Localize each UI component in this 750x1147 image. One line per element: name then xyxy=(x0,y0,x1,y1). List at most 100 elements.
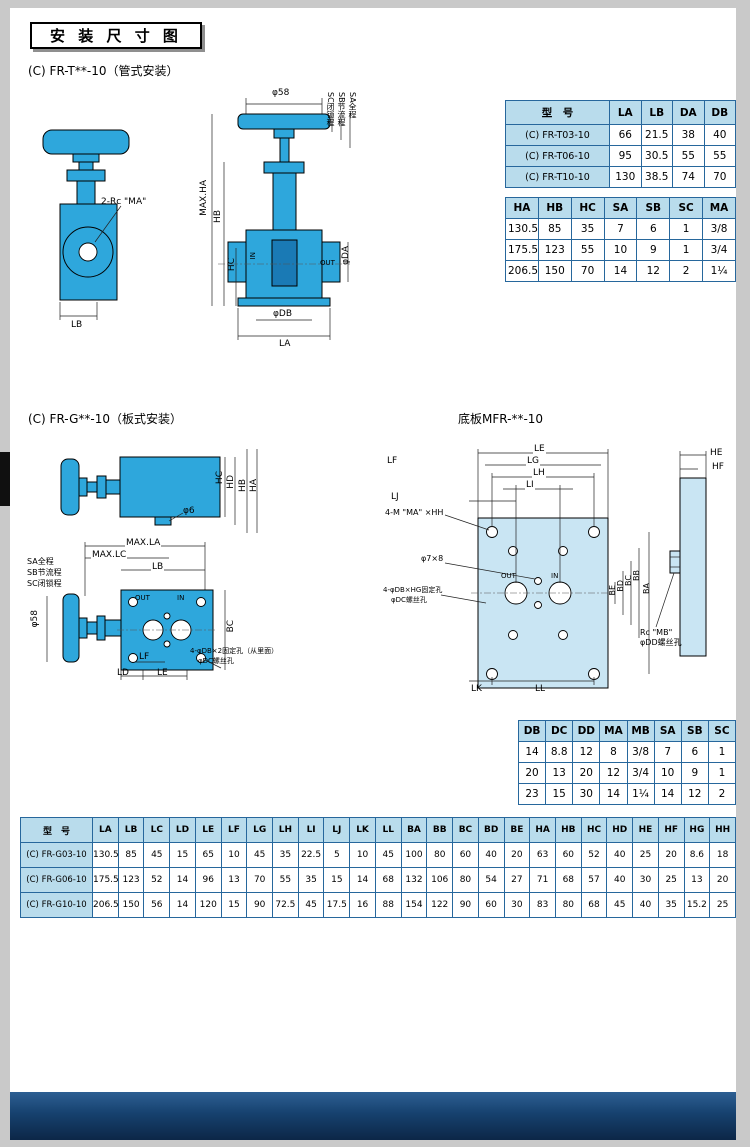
table-cell: 120 xyxy=(194,892,222,918)
column-header: HA xyxy=(505,197,539,219)
table-cell: 132 xyxy=(400,867,428,893)
table-cell: 21.5 xyxy=(640,124,673,146)
table-cell: 14 xyxy=(599,783,628,805)
column-header: HC xyxy=(580,817,608,843)
column-header: BD xyxy=(477,817,505,843)
table-cell: 45 xyxy=(606,892,634,918)
table-cell: 18 xyxy=(709,842,736,868)
dim-max-lc-label: MAX.LC xyxy=(91,550,128,560)
table-cell: 130 xyxy=(609,166,642,188)
table-cell: 40 xyxy=(606,867,634,893)
dim-db-label: φDB xyxy=(272,309,294,319)
port-out-label: OUT xyxy=(501,572,516,580)
base-plate-side-view: HE HF Rc "MB" φDD螺丝孔 xyxy=(638,443,750,698)
section-label-base-plate: 底板MFR-**-10 xyxy=(458,412,544,426)
table-cell: 74 xyxy=(672,166,705,188)
table-cell: 52 xyxy=(580,842,608,868)
stroke-sc-label: SC闭锁程 xyxy=(326,92,335,127)
table-cell: 55 xyxy=(703,145,736,167)
column-header: LD xyxy=(169,817,196,843)
table-cell: 10 xyxy=(220,842,248,868)
table-cell: 38 xyxy=(672,124,705,146)
column-header: LL xyxy=(374,817,402,843)
table-cell: 130.5 xyxy=(505,218,539,240)
plate-valve-side-view-drawing xyxy=(60,449,258,533)
dim-phi6-label: φ6 xyxy=(183,506,195,516)
table-cell: 25 xyxy=(709,892,736,918)
column-header: LJ xyxy=(323,817,351,843)
dim-lf-label: LF xyxy=(139,652,150,662)
column-header: 型 号 xyxy=(20,817,93,843)
column-header: BE xyxy=(503,817,531,843)
page-edge-tab xyxy=(0,452,10,506)
column-header: SC xyxy=(669,197,704,219)
stroke-sb-label: SB节流程 xyxy=(337,92,346,127)
table-cell: (C) FR-T06-10 xyxy=(505,145,610,167)
page-sheet xyxy=(10,8,736,1139)
column-header: HC xyxy=(570,197,605,219)
column-header: LB xyxy=(640,100,673,125)
table-cell: 35 xyxy=(272,842,299,868)
dim-le-label: LE xyxy=(533,444,546,454)
table-cell: 2 xyxy=(669,260,704,282)
table-cell: 6 xyxy=(636,218,671,240)
table-cell: 20 xyxy=(503,842,531,868)
column-header: LG xyxy=(246,817,274,843)
table-cell: 70 xyxy=(570,260,605,282)
dim-hf-label: HF xyxy=(712,462,724,472)
fixing-note-line2: φDC螺丝孔 xyxy=(391,596,427,604)
table-cell: 206.5 xyxy=(505,260,539,282)
port-out-label: OUT xyxy=(320,259,335,267)
thread-note-label: 2-Rc "MA" xyxy=(101,197,147,207)
table-cell: 38.5 xyxy=(640,166,673,188)
table-cell: 14 xyxy=(653,783,682,805)
column-header: BA xyxy=(400,817,428,843)
table-cell: 122 xyxy=(426,892,454,918)
dim-phi58-label: φ58 xyxy=(30,610,40,628)
table-cell: 55 xyxy=(672,145,705,167)
table-cell: 55 xyxy=(570,239,605,261)
column-header: BC xyxy=(452,817,479,843)
column-header: LB xyxy=(117,817,145,843)
table-cell: 175.5 xyxy=(505,239,539,261)
table-cell: 68 xyxy=(374,867,402,893)
dim-ld-label: LD xyxy=(117,668,129,678)
table-cell: 10 xyxy=(653,762,682,784)
table-cell: 27 xyxy=(503,867,531,893)
dim-le-label: LE xyxy=(157,668,168,678)
table-cell: 7 xyxy=(603,218,638,240)
table-cell: 13 xyxy=(545,762,574,784)
table-cell: 3/8 xyxy=(626,741,655,763)
table-cell: 68 xyxy=(554,867,582,893)
column-header: LA xyxy=(609,100,642,125)
dim-lb-label: LB xyxy=(151,562,165,572)
table-cell: (C) FR-T10-10 xyxy=(505,166,610,188)
table-cell: 63 xyxy=(529,842,556,868)
table-cell: 88 xyxy=(374,892,402,918)
table-cell: 13 xyxy=(683,867,711,893)
table-cell: 80 xyxy=(426,842,454,868)
column-header: HG xyxy=(683,817,711,843)
section-label-pipe-mount: (C) FR-T**-10（管式安装） xyxy=(28,64,179,78)
page-title: 安 装 尺 寸 图 xyxy=(30,22,202,49)
table-cell: 14 xyxy=(603,260,638,282)
dim-lg-label: LG xyxy=(526,456,540,466)
table-cell: 7 xyxy=(653,741,682,763)
dim-lf-label: LF xyxy=(387,456,398,466)
table-cell: 45 xyxy=(143,842,171,868)
table-cell: (C) FR-G10-10 xyxy=(20,892,93,918)
table-cell: 35 xyxy=(657,892,685,918)
table-cell: 14 xyxy=(169,892,196,918)
table-cell: 15 xyxy=(220,892,248,918)
table-cell: 45 xyxy=(374,842,402,868)
dim-hc-label: HC xyxy=(227,258,237,272)
column-header: DA xyxy=(672,100,705,125)
